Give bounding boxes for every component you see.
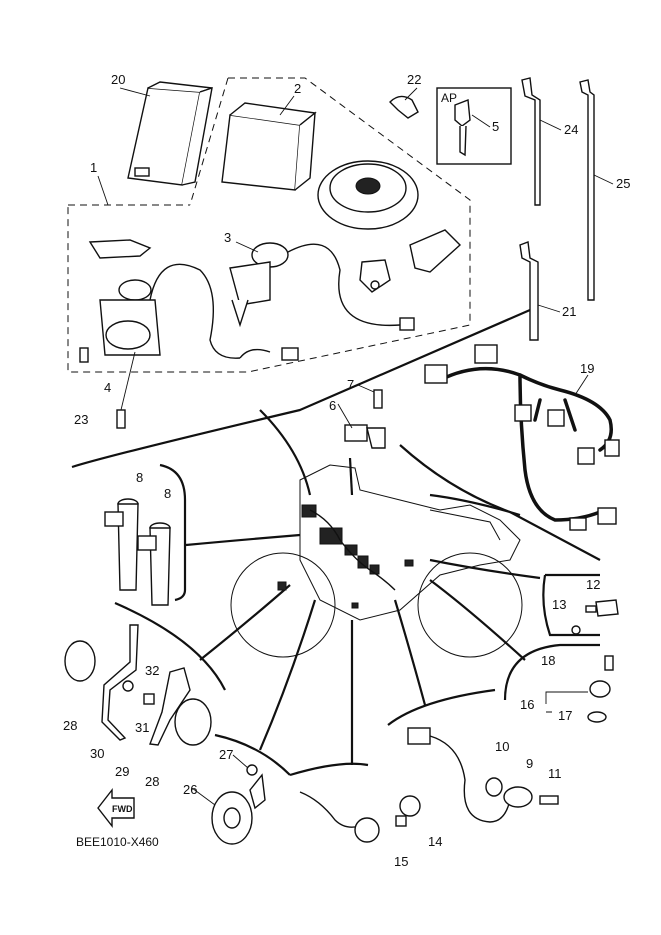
seat-lock xyxy=(409,229,462,273)
callout-10: 10 xyxy=(495,739,509,754)
callout-14: 14 xyxy=(428,834,442,849)
part-22-clamp xyxy=(389,95,419,119)
part-20-ecu-cover xyxy=(127,81,213,186)
part-6-sensor xyxy=(344,424,386,449)
callout-28a: 28 xyxy=(63,718,77,733)
part-16-sensor xyxy=(545,680,611,713)
fwd-label: FWD xyxy=(112,804,133,814)
diagram-code: BEE1010-X460 xyxy=(76,835,159,849)
callout-2: 2 xyxy=(294,81,301,96)
part-27-nut xyxy=(246,764,258,776)
callout-8a: 8 xyxy=(136,470,143,485)
motorcycle-outline xyxy=(230,464,523,658)
part-4-screw xyxy=(79,347,89,363)
main-switch-assembly xyxy=(88,239,299,361)
part-3-lock-cylinder xyxy=(229,242,415,331)
callout-26: 26 xyxy=(183,782,197,797)
part-8-ignition-coil-b xyxy=(137,522,171,606)
callout-25: 25 xyxy=(616,176,630,191)
callout-18: 18 xyxy=(541,653,555,668)
ap-key-box: AP xyxy=(436,87,512,165)
callout-leaders xyxy=(97,87,614,806)
part-29-bracket xyxy=(149,667,191,746)
callout-32: 32 xyxy=(145,663,159,678)
part-18-bolt xyxy=(604,655,614,671)
section-dividers xyxy=(71,308,601,777)
callout-20: 20 xyxy=(111,72,125,87)
part-2-ecu xyxy=(221,102,317,191)
callout-3: 3 xyxy=(224,230,231,245)
callout-31: 31 xyxy=(135,720,149,735)
callout-13: 13 xyxy=(552,597,566,612)
callout-24: 24 xyxy=(564,122,578,137)
callout-21: 21 xyxy=(562,304,576,319)
part-9-sensor-with-lead xyxy=(407,727,533,823)
part-8-ignition-coil-a xyxy=(104,498,139,591)
wiring-harness-on-bike xyxy=(277,504,414,609)
callout-27: 27 xyxy=(219,747,233,762)
callout-29: 29 xyxy=(115,764,129,779)
fuel-tank-cap xyxy=(317,160,419,230)
callout-16: 16 xyxy=(520,697,534,712)
callout-9: 9 xyxy=(526,756,533,771)
callout-12: 12 xyxy=(586,577,600,592)
callout-17: 17 xyxy=(558,708,572,723)
callout-28b: 28 xyxy=(145,774,159,789)
part-32-nut xyxy=(122,680,134,692)
part-28-reflector-a xyxy=(64,640,96,682)
part-24-cable-tie xyxy=(521,77,541,206)
callout-30: 30 xyxy=(90,746,104,761)
callout-8b: 8 xyxy=(164,486,171,501)
part-26-horn xyxy=(211,773,266,845)
part-14-switch xyxy=(395,795,421,827)
callout-4: 4 xyxy=(104,380,111,395)
callout-7: 7 xyxy=(347,377,354,392)
callout-5: 5 xyxy=(492,119,499,134)
callout-15: 15 xyxy=(394,854,408,869)
part-28-reflector-b xyxy=(174,698,212,746)
part-25-cable-tie xyxy=(579,79,595,301)
part-17-o-ring xyxy=(587,711,607,723)
callout-labels: 1 2 3 4 5 6 7 8 8 9 10 11 12 13 14 15 16… xyxy=(63,72,630,869)
lock-bracket xyxy=(359,259,391,293)
part-30-bracket xyxy=(101,624,139,741)
part-11-bolt xyxy=(539,795,559,805)
callout-19: 19 xyxy=(580,361,594,376)
callout-11: 11 xyxy=(548,766,562,781)
ignition-kit-outline xyxy=(67,77,471,373)
part-13-washer xyxy=(571,625,581,635)
callout-22: 22 xyxy=(407,72,421,87)
part-21-cable-tie xyxy=(519,241,539,341)
part-15-sensor xyxy=(299,791,380,843)
part-19-wire-harness xyxy=(424,344,620,531)
forward-direction-arrow: FWD xyxy=(97,787,135,829)
part-31-screw xyxy=(143,693,155,705)
callout-6: 6 xyxy=(329,398,336,413)
callout-23: 23 xyxy=(74,412,88,427)
callout-1: 1 xyxy=(90,160,97,175)
ap-label: AP xyxy=(441,91,457,105)
part-10-o-ring xyxy=(485,777,503,797)
part-23-bolt xyxy=(116,351,136,429)
part-7-bolt xyxy=(373,389,383,409)
part-12-sensor xyxy=(585,599,619,617)
